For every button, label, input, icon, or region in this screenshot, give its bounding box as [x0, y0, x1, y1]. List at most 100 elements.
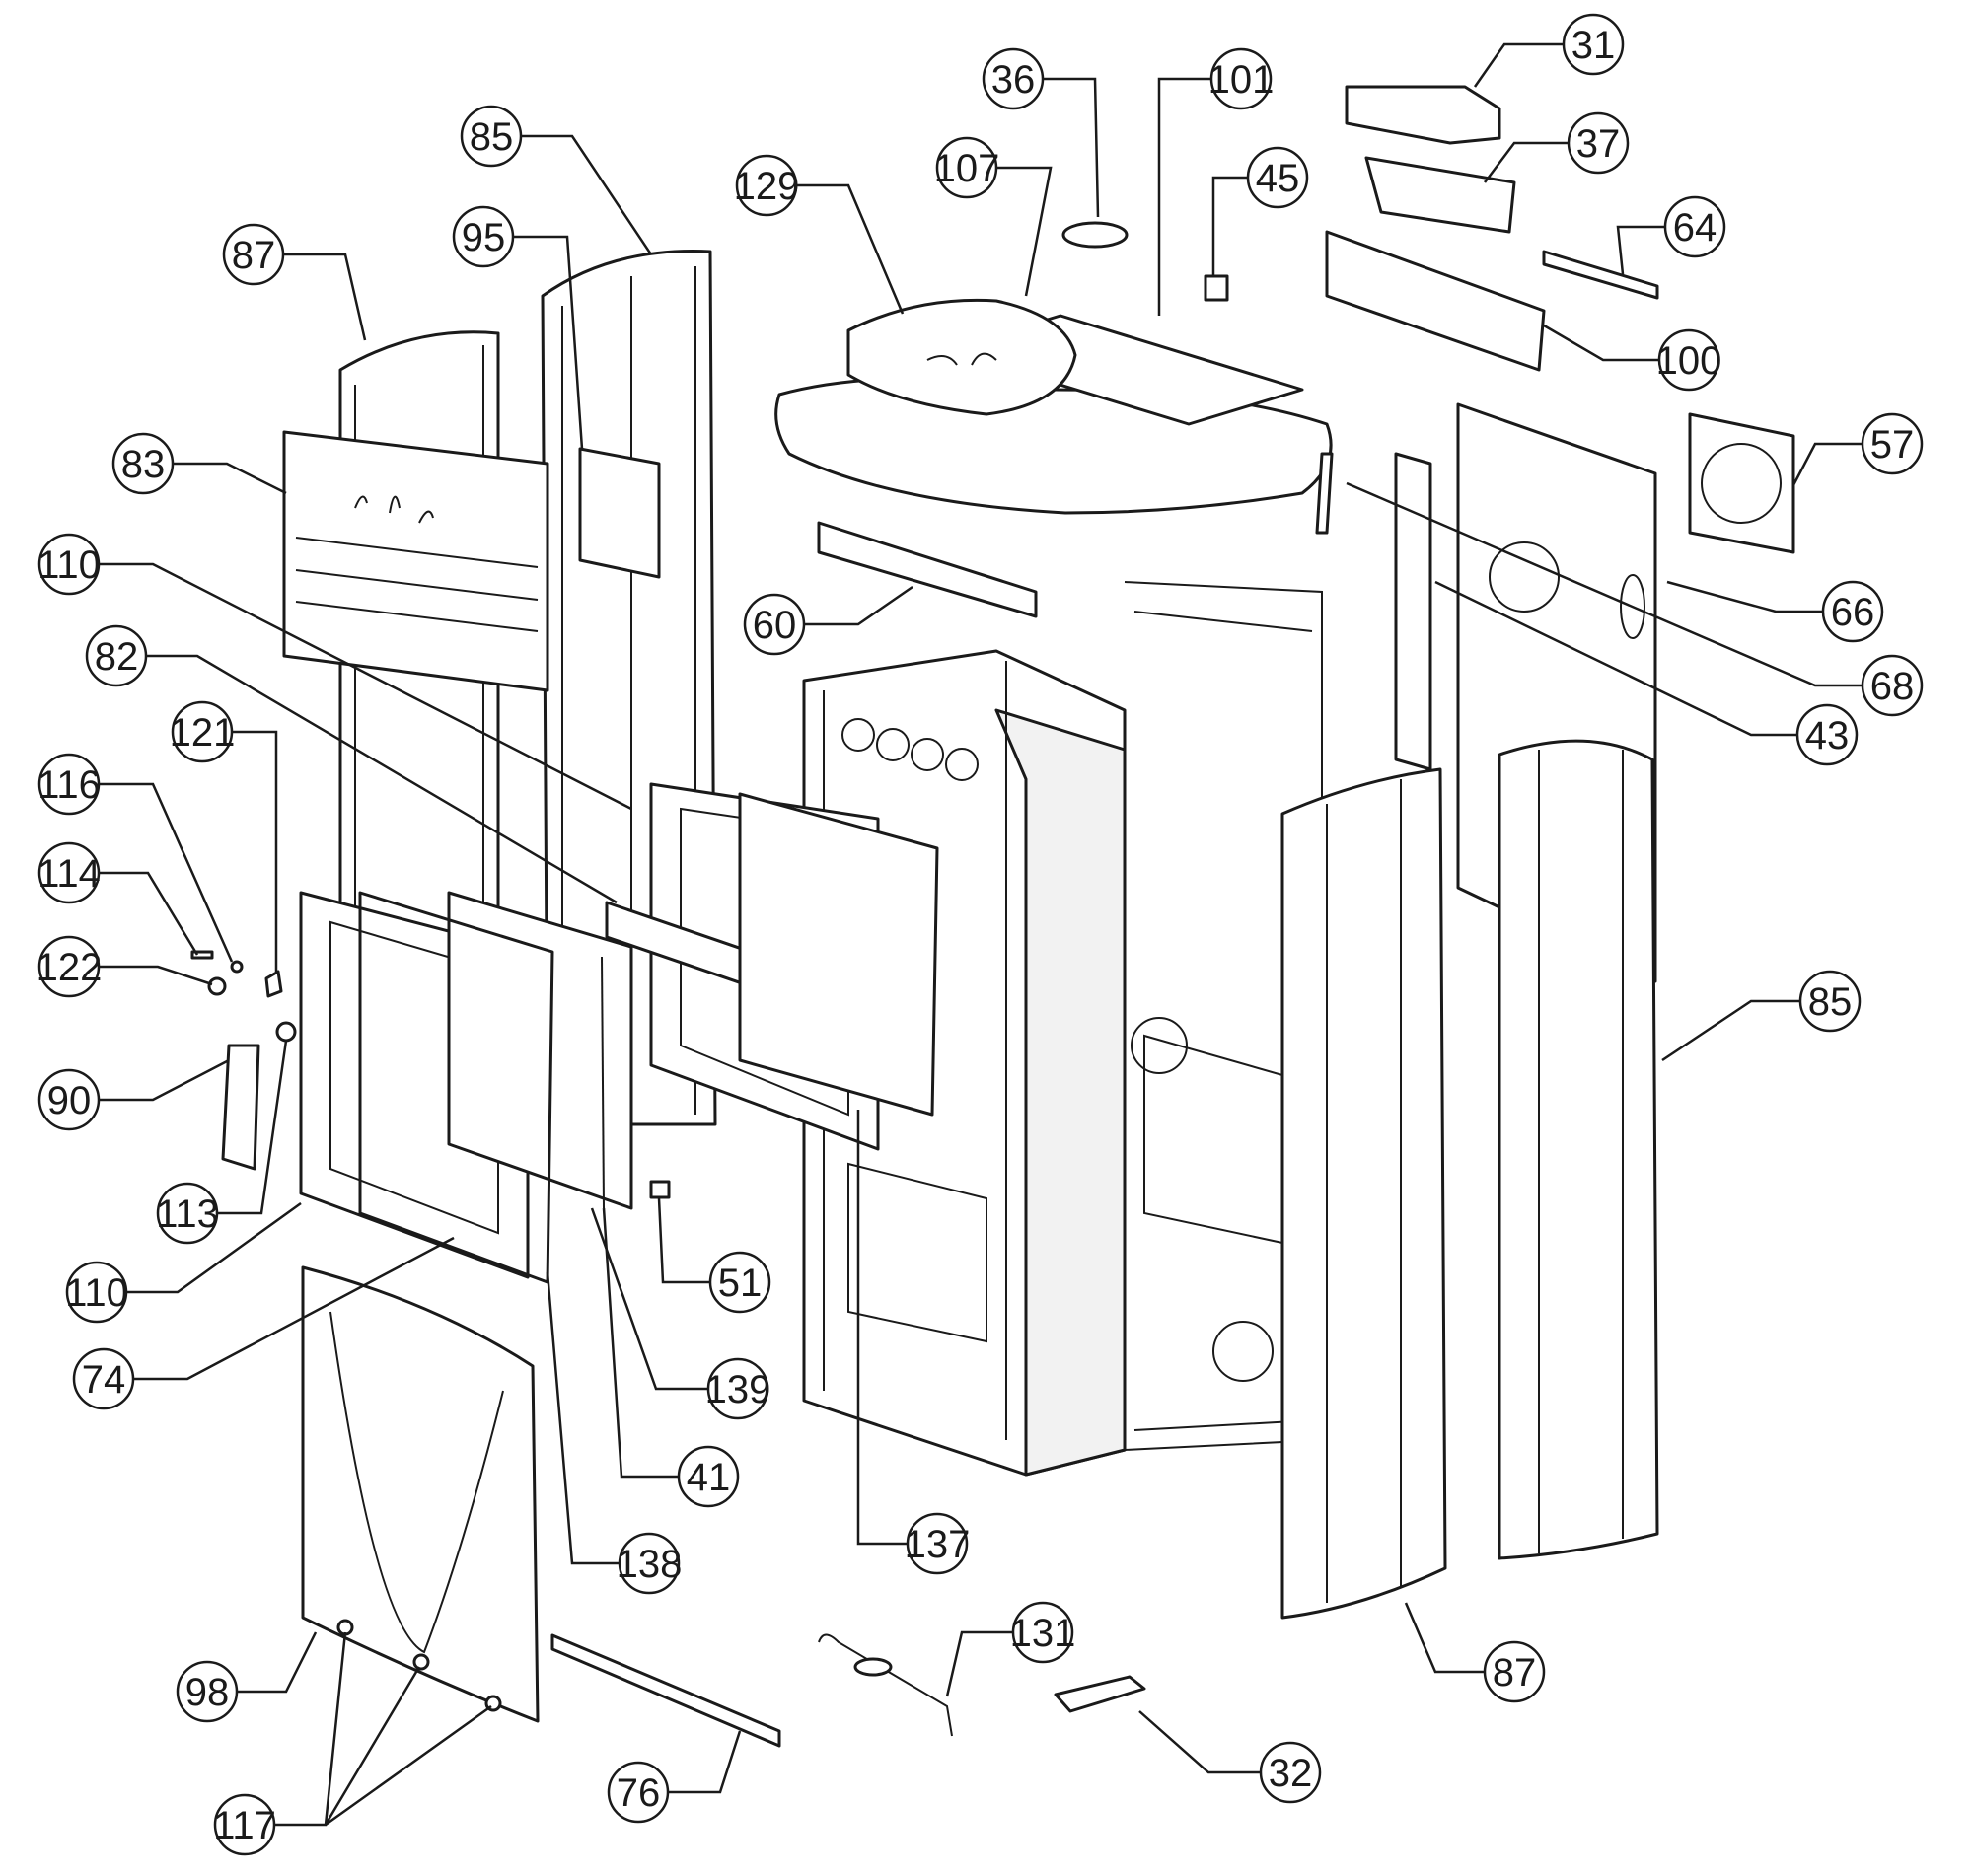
glass-139 [447, 891, 633, 1210]
callout-43: 43 [1795, 703, 1859, 766]
callout-circle [1259, 1741, 1322, 1804]
callout-number: 43 [1805, 714, 1850, 758]
callout-number: 85 [1808, 980, 1853, 1024]
callout-45: 45 [1246, 146, 1309, 209]
callout-76: 76 [607, 1761, 670, 1824]
callout-110: 110 [65, 1261, 128, 1324]
callout-circle [982, 47, 1045, 110]
callout-number: 122 [37, 946, 103, 989]
small-knob-36 [1061, 221, 1129, 249]
callout-101: 101 [1208, 47, 1275, 110]
callout-68: 68 [1861, 654, 1924, 717]
frame-138 [358, 891, 554, 1284]
callout-bubbles: 31 36 101 37 85 129 107 45 64 87 95 100 57 83 66 110 60 6… [37, 13, 1924, 1856]
callout-circle [460, 105, 523, 168]
bracket-45 [1204, 274, 1229, 302]
callout-number: 85 [470, 115, 514, 159]
leader-lines [99, 42, 1863, 1827]
callout-107: 107 [934, 136, 1000, 199]
callout-circle [1795, 703, 1859, 766]
callout-circle [111, 432, 175, 495]
callout-number: 110 [65, 1271, 128, 1315]
top-front-frame-83 [282, 430, 549, 692]
callout-circle [452, 205, 515, 268]
callout-83: 83 [111, 432, 175, 495]
callout-circle [1861, 654, 1924, 717]
callout-number: 98 [185, 1671, 230, 1714]
callout-number: 57 [1870, 423, 1915, 467]
callout-number: 45 [1256, 157, 1300, 200]
callout-circle [37, 533, 101, 596]
top-cover-assembly [774, 298, 1333, 515]
callout-number: 129 [734, 165, 800, 208]
callout-66: 66 [1821, 580, 1884, 643]
latch-90 [221, 1044, 260, 1171]
callout-circle [1567, 111, 1630, 175]
lower-front-panel-98 [301, 1265, 540, 1723]
callout-60: 60 [743, 593, 806, 656]
callout-36: 36 [982, 47, 1045, 110]
callout-circle [708, 1251, 771, 1314]
callout-number: 110 [37, 543, 101, 587]
gasket-plate-57 [1688, 412, 1795, 554]
callout-32: 32 [1259, 1741, 1322, 1804]
callout-31: 31 [1562, 13, 1625, 76]
callout-87: 87 [222, 223, 285, 286]
callout-circle [935, 136, 998, 199]
callout-number: 31 [1571, 24, 1616, 67]
callout-137: 137 [905, 1512, 970, 1575]
callout-number: 82 [95, 635, 139, 679]
callout-129: 129 [734, 154, 800, 217]
callout-82: 82 [85, 624, 148, 687]
callout-circle [1209, 47, 1273, 110]
callout-98: 98 [176, 1660, 239, 1723]
callout-circle [37, 935, 101, 998]
callout-number: 83 [121, 443, 166, 486]
callout-121: 121 [170, 700, 235, 763]
callout-100: 100 [1656, 328, 1722, 392]
callout-85: 85 [1798, 970, 1862, 1033]
callout-number: 64 [1673, 206, 1717, 250]
small-bar-68 [1315, 452, 1334, 535]
callout-circle [677, 1445, 740, 1508]
callout-circle [1011, 1601, 1074, 1664]
remote-32 [1054, 1675, 1146, 1713]
callout-number: 139 [705, 1368, 771, 1411]
clip-51 [649, 1180, 671, 1199]
gasket-41 [601, 956, 605, 1209]
callout-circle [156, 1182, 219, 1245]
callout-41: 41 [677, 1445, 740, 1508]
callout-circle [735, 154, 798, 217]
callout-number: 36 [991, 58, 1036, 102]
callout-number: 68 [1870, 665, 1915, 708]
bottom-bar-76 [550, 1633, 781, 1748]
callout-circle [1798, 970, 1862, 1033]
door-hardware [190, 950, 297, 1043]
callout-number: 87 [1493, 1651, 1537, 1695]
callout-number: 95 [462, 216, 506, 259]
callout-number: 32 [1269, 1752, 1313, 1795]
callout-64: 64 [1663, 195, 1726, 258]
callout-113: 113 [156, 1182, 219, 1245]
callout-circle [1663, 195, 1726, 258]
callout-117: 117 [213, 1793, 276, 1856]
callout-circle [1821, 580, 1884, 643]
callout-122: 122 [37, 935, 103, 998]
callout-circle [85, 624, 148, 687]
callout-number: 41 [687, 1456, 731, 1499]
callout-number: 107 [934, 147, 1000, 190]
callout-number: 117 [213, 1804, 276, 1847]
callout-number: 101 [1208, 58, 1275, 102]
callout-number: 37 [1576, 122, 1621, 166]
callout-circle [65, 1261, 128, 1324]
hook-131 [818, 1633, 953, 1737]
callout-116: 116 [37, 753, 101, 816]
callout-number: 60 [753, 604, 797, 647]
callout-110: 110 [37, 533, 101, 596]
callout-circle [1562, 13, 1625, 76]
callout-85: 85 [460, 105, 523, 168]
callout-circle [37, 841, 101, 904]
callout-number: 100 [1656, 339, 1722, 383]
callout-circle [37, 753, 101, 816]
